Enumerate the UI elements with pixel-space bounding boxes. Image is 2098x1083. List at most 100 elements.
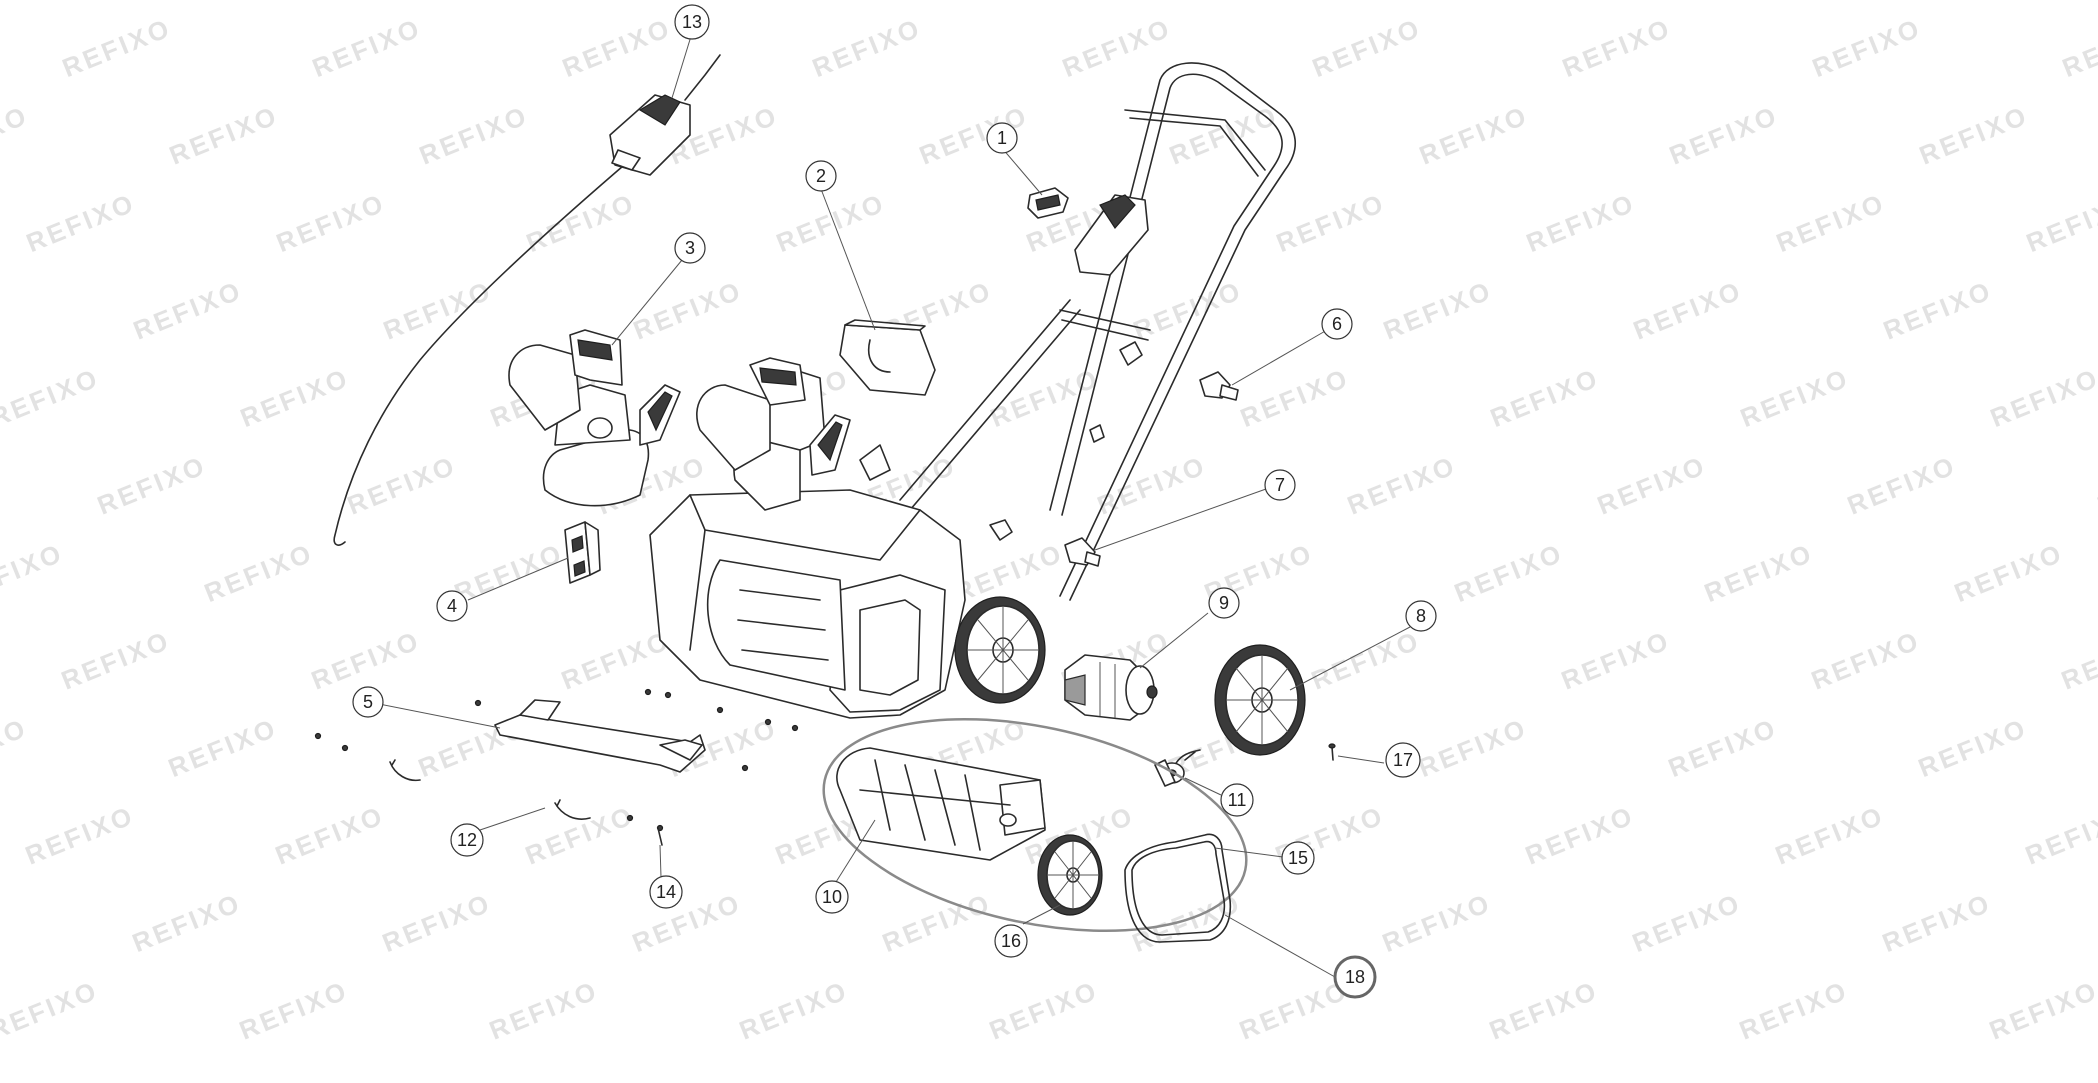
watermark-text: REFIXO bbox=[1522, 187, 1640, 258]
watermark-text: REFIXO bbox=[1486, 362, 1604, 433]
watermark-text: REFIXO bbox=[1379, 275, 1497, 346]
part-1-clip bbox=[1027, 187, 1069, 219]
watermark-text: REFIXO bbox=[1557, 625, 1675, 696]
watermark-text: REFIXO bbox=[57, 625, 175, 696]
watermark-text: REFIXO bbox=[272, 187, 390, 258]
callout-6: 6 bbox=[1321, 308, 1353, 340]
watermark-text: REFIXO bbox=[200, 537, 318, 608]
watermark-text: REFIXO bbox=[1950, 537, 2068, 608]
watermark-text: REFIXO bbox=[1878, 887, 1996, 958]
part-13-switch-with-cable bbox=[333, 54, 721, 546]
part-15-belt bbox=[1124, 833, 1232, 943]
callout-11: 11 bbox=[1220, 783, 1254, 817]
watermark-text: REFIXO bbox=[485, 975, 603, 1046]
watermark-text: REFIXO bbox=[772, 187, 890, 258]
part-10-auger bbox=[836, 747, 1046, 861]
watermark-text: REFIXO bbox=[808, 12, 926, 83]
watermark-text: REFIXO bbox=[1772, 187, 1890, 258]
watermark-text: REFIXO bbox=[1915, 100, 2033, 171]
watermark-text: REFIXO bbox=[1521, 800, 1639, 871]
watermark-text: REFIXO bbox=[1879, 275, 1997, 346]
watermark-text: REFIXO bbox=[1629, 275, 1747, 346]
part-16-pulley bbox=[1037, 834, 1103, 916]
callout-18: 18 bbox=[1333, 955, 1377, 999]
watermark-text: REFIXO bbox=[0, 537, 68, 608]
callout-5: 5 bbox=[352, 686, 384, 718]
callout-14: 14 bbox=[649, 875, 683, 909]
watermark-text: REFIXO bbox=[0, 362, 104, 433]
svg-text:14: 14 bbox=[656, 882, 676, 902]
watermark-text: REFIXO bbox=[1986, 362, 2098, 433]
svg-text:9: 9 bbox=[1219, 593, 1229, 613]
svg-text:3: 3 bbox=[685, 238, 695, 258]
watermark-text: REFIXO bbox=[1235, 975, 1353, 1046]
main-housing bbox=[649, 357, 966, 719]
part-5-scraper-bar bbox=[494, 699, 706, 773]
watermark-text: REFIXO bbox=[1308, 12, 1426, 83]
handle-assembly bbox=[899, 62, 1297, 601]
watermark-text: REFIXO bbox=[1165, 100, 1283, 171]
watermark-text: REFIXO bbox=[1414, 712, 1532, 783]
watermark-text: REFIXO bbox=[22, 187, 140, 258]
callout-17: 17 bbox=[1385, 742, 1421, 778]
watermark-text: REFIXO bbox=[1129, 275, 1247, 346]
svg-text:2: 2 bbox=[816, 166, 826, 186]
callout-13: 13 bbox=[674, 4, 710, 40]
watermark-text: REFIXO bbox=[379, 275, 497, 346]
callout-8: 8 bbox=[1405, 600, 1437, 632]
watermark-text: REFIXO bbox=[2058, 12, 2098, 83]
watermark-text: REFIXO bbox=[308, 12, 426, 83]
watermark-text: REFIXO bbox=[415, 100, 533, 171]
watermark-text: REFIXO bbox=[1558, 12, 1676, 83]
watermark-text: REFIXO bbox=[128, 887, 246, 958]
callout-3: 3 bbox=[674, 232, 706, 264]
part-6-knob bbox=[1199, 371, 1239, 401]
svg-text:13: 13 bbox=[682, 12, 702, 32]
watermark-text: REFIXO bbox=[1843, 450, 1961, 521]
callout-1: 1 bbox=[986, 122, 1018, 154]
watermark-text: REFIXO bbox=[1093, 450, 1211, 521]
watermark-text: REFIXO bbox=[2057, 625, 2098, 696]
watermark-text: REFIXO bbox=[343, 450, 461, 521]
part-17-screw bbox=[1328, 743, 1336, 761]
watermark-text: REFIXO bbox=[629, 275, 747, 346]
watermark-text: REFIXO bbox=[271, 800, 389, 871]
watermark-text: REFIXO bbox=[1378, 887, 1496, 958]
callout-2: 2 bbox=[805, 160, 837, 192]
svg-text:10: 10 bbox=[822, 887, 842, 907]
watermark-text: REFIXO bbox=[1343, 450, 1461, 521]
watermark-text: REFIXO bbox=[0, 100, 33, 171]
svg-text:12: 12 bbox=[457, 830, 477, 850]
watermark-text: REFIXO bbox=[1058, 12, 1176, 83]
watermark-text: REFIXO bbox=[1914, 712, 2032, 783]
watermark-text: REFIXO bbox=[1664, 712, 1782, 783]
watermark-text: REFIXO bbox=[2021, 800, 2098, 871]
watermark-text: REFIXO bbox=[58, 12, 176, 83]
svg-text:6: 6 bbox=[1332, 314, 1342, 334]
watermark-text: REFIXO bbox=[21, 800, 139, 871]
watermark-text: REFIXO bbox=[1450, 537, 1568, 608]
callout-12: 12 bbox=[450, 823, 484, 857]
callout-10: 10 bbox=[815, 880, 849, 914]
part-9-motor bbox=[1064, 654, 1158, 721]
watermark-text: REFIXO bbox=[93, 450, 211, 521]
watermark-text: REFIXO bbox=[735, 975, 853, 1046]
watermark-text: REFIXO bbox=[378, 887, 496, 958]
watermark-text: REFIXO bbox=[235, 975, 353, 1046]
watermark-text: REFIXO bbox=[307, 625, 425, 696]
auger-group-highlight bbox=[822, 717, 1248, 933]
watermark-text: REFIXO bbox=[1485, 975, 1603, 1046]
part-3-chute-assembly bbox=[508, 329, 681, 507]
watermark-text: REFIXO bbox=[0, 975, 103, 1046]
watermark-text: REFIXO bbox=[1415, 100, 1533, 171]
watermark-text: REFIXO bbox=[164, 712, 282, 783]
watermark-text: REFIXO bbox=[1272, 187, 1390, 258]
watermark-text: REFIXO bbox=[1807, 625, 1925, 696]
watermark-text: REFIXO bbox=[1771, 800, 1889, 871]
watermark-text: REFIXO bbox=[0, 712, 32, 783]
callout-15: 15 bbox=[1281, 841, 1315, 875]
watermark-text: REFIXO bbox=[2022, 187, 2098, 258]
watermark-text: REFIXO bbox=[2093, 450, 2098, 521]
watermark-text: REFIXO bbox=[628, 887, 746, 958]
part-2-chute-deflector bbox=[839, 319, 936, 396]
